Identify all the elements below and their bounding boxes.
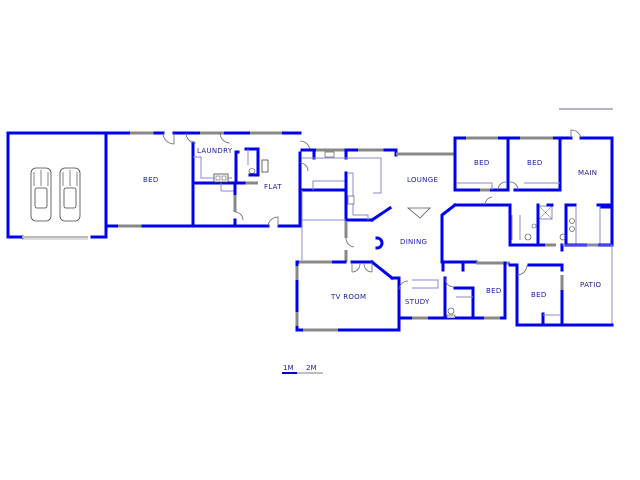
room-label-laundry: LAUNDRY [197,147,233,155]
garage [6,131,108,240]
room-label-bed: BED [474,159,490,167]
laundry [185,132,240,192]
room-label-dining: DINING [400,238,428,246]
room-label-study: STUDY [405,298,430,306]
room-label-bed: BED [531,291,547,299]
car-icon [30,167,52,222]
scale-label-2m: 2M [306,364,317,372]
scale-label-1m: 1M [283,364,294,372]
room-label-lounge: LOUNGE [407,176,439,184]
car-icon [59,167,81,222]
room-label-flat: FLAT [264,183,282,191]
lower-right-walls [441,196,614,327]
room-label-main: MAIN [578,169,598,177]
kitchen [300,148,398,262]
room-label-tv-room: TV ROOM [331,293,367,301]
room-label-bed: BED [486,287,502,295]
bedroom-wing-walls [453,129,614,247]
lounge-dining-walls [369,136,465,281]
room-label-patio: PATIO [580,281,602,289]
tv-room-walls [295,260,401,332]
room-label-bed: BED [527,159,543,167]
flat-walls [191,132,311,228]
room-label-bed: BED [143,176,159,184]
